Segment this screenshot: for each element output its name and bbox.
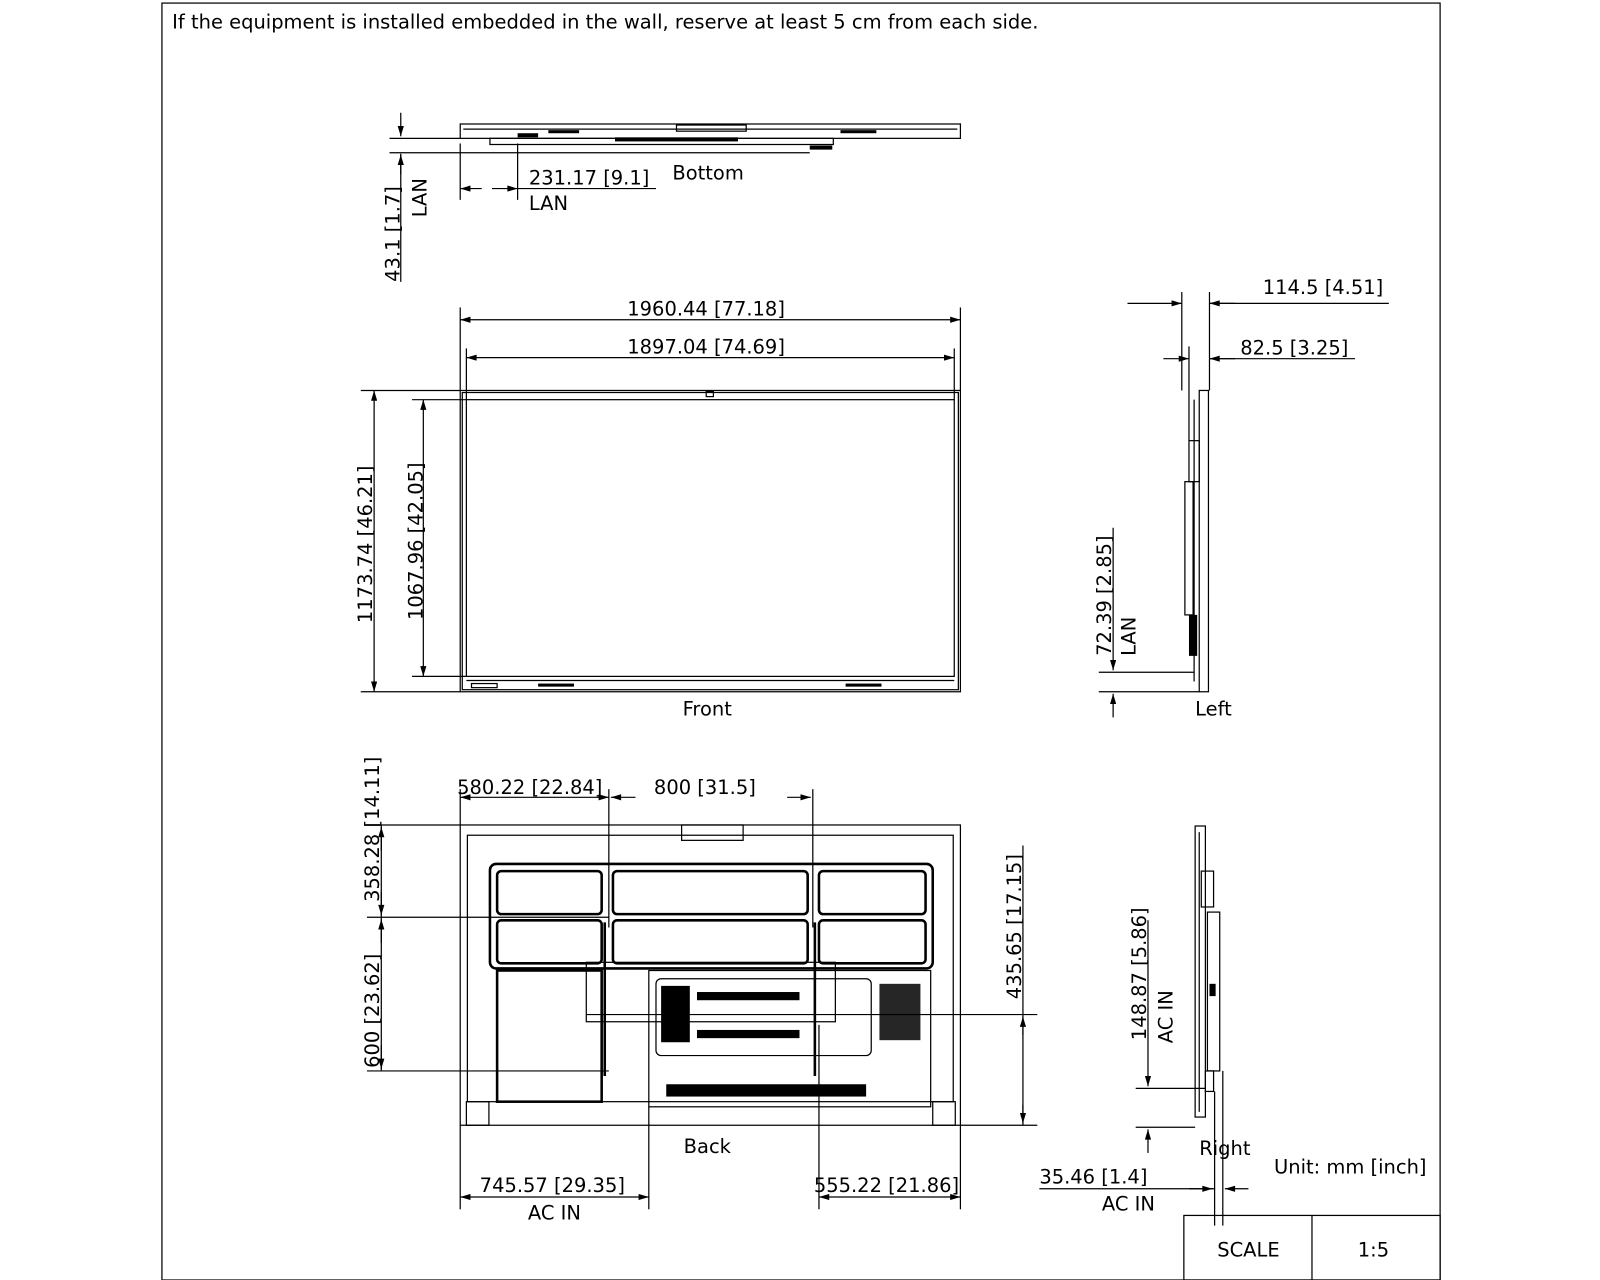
dim-back-right-offset: 555.22 [21.86] xyxy=(814,1174,959,1197)
front-view: 1960.44 [77.18] 1897.04 [74.69] 1173.74 … xyxy=(354,298,962,720)
bottom-view: 43.1 [1.7] LAN 231.17 [9.1] LAN Bottom xyxy=(382,112,962,282)
dim-screen-width: 1897.04 [74.69] xyxy=(627,336,785,359)
dim-right-acin-depth-label: AC IN xyxy=(1102,1192,1155,1215)
dim-right-acin-depth: 35.46 [1.4] xyxy=(1039,1166,1147,1189)
drawing-frame xyxy=(161,2,1441,1280)
dim-back-mount-height: 435.65 [17.15] xyxy=(1003,854,1026,999)
view-label-right: Right xyxy=(1199,1137,1251,1160)
installation-note: If the equipment is installed embedded i… xyxy=(172,11,1038,34)
dim-bottom-depth: 43.1 [1.7] xyxy=(382,186,405,282)
dim-overall-width: 1960.44 [77.18] xyxy=(627,298,785,321)
view-label-bottom: Bottom xyxy=(672,161,743,184)
title-block: SCALE 1:5 xyxy=(1183,1214,1441,1280)
scale-value: 1:5 xyxy=(1358,1238,1389,1261)
dim-bottom-depth-label: LAN xyxy=(408,178,431,217)
dim-left-depth: 114.5 [4.51] xyxy=(1263,276,1383,299)
dim-back-vesa-h: 800 [31.5] xyxy=(654,776,756,799)
view-label-back: Back xyxy=(684,1135,732,1158)
dim-screen-height: 1067.96 [42.05] xyxy=(404,462,427,620)
dim-overall-height: 1173.74 [46.21] xyxy=(354,465,377,623)
view-label-left: Left xyxy=(1195,697,1232,720)
dim-back-acin-left: 745.57 [29.35] xyxy=(480,1174,625,1197)
dim-back-top-offset: 358.28 [14.11] xyxy=(361,757,384,902)
right-view: 148.87 [5.86] AC IN 35.46 [1.4] AC IN Ri… xyxy=(1039,825,1251,1226)
scale-label: SCALE xyxy=(1217,1238,1279,1261)
dim-right-acin-height: 148.87 [5.86] xyxy=(1128,907,1151,1040)
back-view: 580.22 [22.84] 800 [31.5] 358.28 [14.11]… xyxy=(361,757,1038,1225)
dim-back-acin-left-label: AC IN xyxy=(528,1202,581,1225)
view-label-front: Front xyxy=(683,697,733,720)
dim-left-lan: 72.39 [2.85] xyxy=(1093,535,1116,655)
unit-label: Unit: mm [inch] xyxy=(1274,1155,1426,1178)
dim-bottom-lan: 231.17 [9.1] xyxy=(529,166,649,189)
dim-left-body-depth: 82.5 [3.25] xyxy=(1240,337,1348,360)
dim-left-lan-label: LAN xyxy=(1118,617,1141,656)
dim-back-left-offset: 580.22 [22.84] xyxy=(457,776,602,799)
dim-bottom-lan-label: LAN xyxy=(529,192,568,215)
dim-back-vesa-v: 600 [23.62] xyxy=(361,954,384,1068)
dim-right-acin-height-label: AC IN xyxy=(1155,990,1178,1043)
left-view: 114.5 [4.51] 82.5 [3.25] 72.39 [2.85] LA… xyxy=(1093,276,1389,720)
